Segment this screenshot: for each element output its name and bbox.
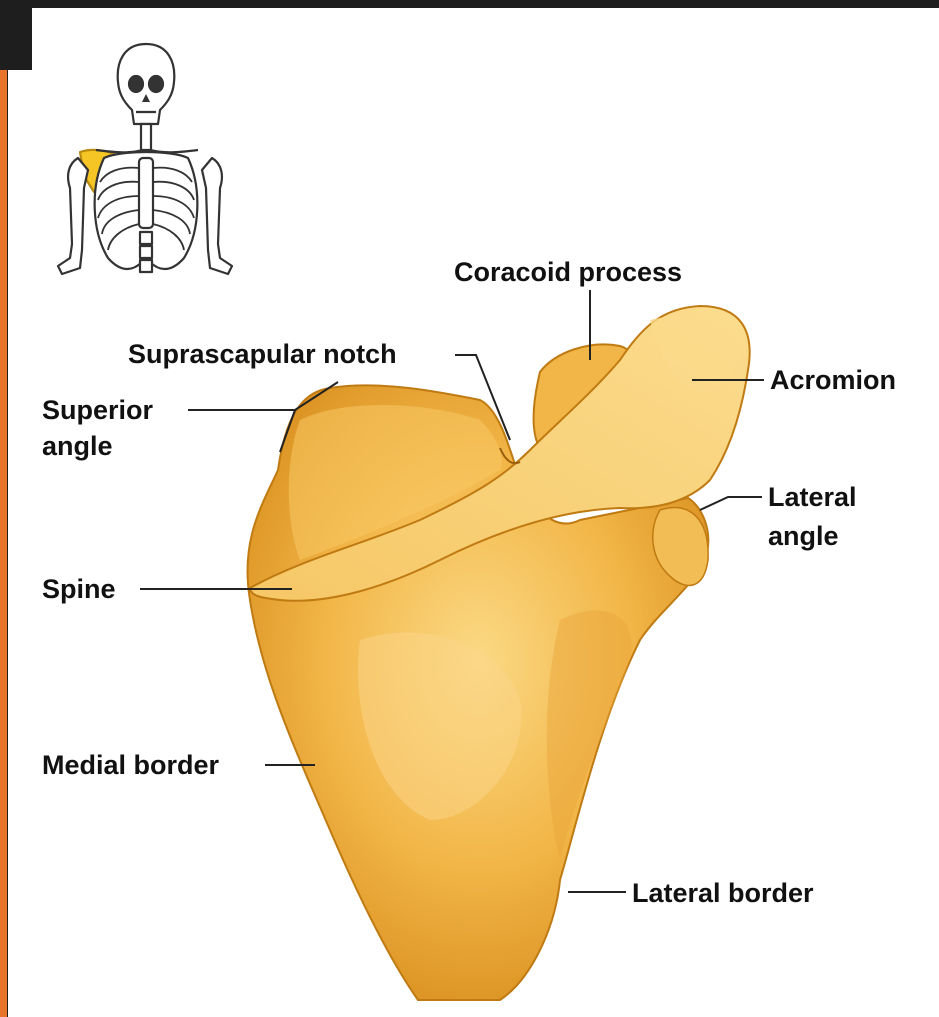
- label-suprascapular-notch: Suprascapular notch: [128, 339, 397, 369]
- label-lateral-angle-line2: angle: [768, 521, 839, 551]
- label-lateral-angle-line1: Lateral: [768, 482, 857, 512]
- label-medial-border: Medial border: [42, 750, 220, 780]
- label-lateral-border: Lateral border: [632, 878, 814, 908]
- label-acromion: Acromion: [770, 365, 896, 395]
- leader-lateral-angle: [700, 497, 762, 510]
- label-spine: Spine: [42, 574, 116, 604]
- skeleton-icon: [58, 44, 232, 274]
- label-superior-angle-line1: Superior: [42, 395, 154, 425]
- label-coracoid-process: Coracoid process: [454, 257, 682, 287]
- label-superior-angle-line2: angle: [42, 431, 113, 461]
